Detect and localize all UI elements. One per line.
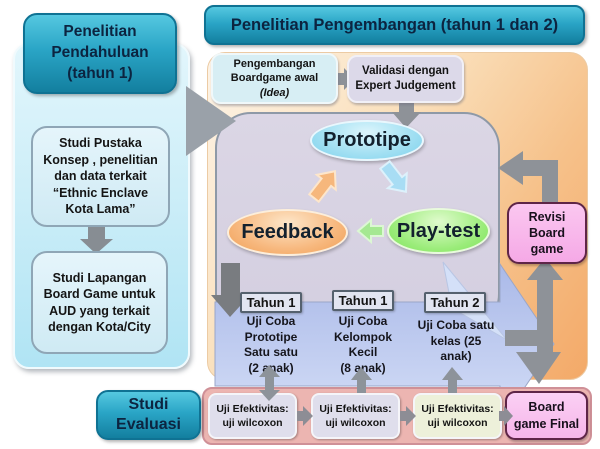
preliminary-research-title: Penelitian Pendahuluan (tahun 1) [23, 13, 177, 94]
revisi-to-cycle-elbow-arrow-icon [498, 151, 558, 205]
phase-2-test-label: Uji Coba Kelompok Kecil (8 anak) [333, 314, 392, 375]
feedback-to-prototipe-arrow-icon [307, 169, 337, 204]
pustaka-to-lapangan-arrow-icon [80, 227, 113, 254]
eval1-to-eval2-arrow-icon [297, 406, 313, 426]
boardgame-idea-text: Pengembangan Boardgame awal [230, 58, 319, 85]
test1-double-arrow-icon [259, 365, 280, 401]
effectiveness-test-box-3: Uji Efektivitas: uji wilcoxon [413, 393, 502, 439]
prototipe-ellipse: Prototipe [310, 120, 424, 161]
effectiveness-test-box-2: Uji Efektivitas: uji wilcoxon [311, 393, 400, 439]
validation-to-cycle-arrow-icon [392, 103, 421, 128]
phase-3-test-label: Uji Coba satu kelas (25 anak) [417, 318, 495, 364]
development-research-title-text: Penelitian Pengembangan (tahun 1 dan 2) [230, 15, 559, 34]
panel-to-idea-arrow-icon [186, 86, 236, 156]
prototipe-to-playtest-arrow-icon [378, 159, 408, 194]
feedback-ellipse: Feedback [227, 209, 348, 256]
effectiveness-test-box-1: Uji Efektivitas: uji wilcoxon [208, 393, 297, 439]
test3-up-arrow-icon [442, 367, 463, 393]
evaluation-study-title: Studi Evaluasi [96, 390, 201, 440]
playtest-to-feedback-arrow-icon [356, 217, 384, 245]
field-study-box: Studi Lapangan Board Game untuk AUD yang… [31, 251, 168, 354]
eval3-to-final-arrow-icon [499, 406, 513, 426]
phase-3-year-label: Tahun 2 [424, 292, 486, 313]
board-game-final-box: Board game Final [505, 391, 588, 440]
phase-1-year-label: Tahun 1 [240, 292, 302, 313]
expert-validation-box: Validasi dengan Expert Judgement [347, 55, 464, 103]
revisi-board-game-box: Revisi Board game [507, 202, 587, 264]
eval2-to-eval3-arrow-icon [400, 406, 416, 426]
test2-up-arrow-icon [351, 367, 372, 393]
boardgame-idea-italic-text: (Idea) [259, 86, 290, 99]
development-research-title: Penelitian Pengembangan (tahun 1 dan 2) [204, 5, 585, 45]
phase-1-test-label: Uji Coba Prototipe Satu satu (2 anak) [243, 314, 298, 375]
boardgame-idea-box: Pengembangan Boardgame awal (Idea) [211, 53, 338, 104]
literature-study-box: Studi Pustaka Konsep , penelitian dan da… [31, 126, 170, 227]
playtest-ellipse: Play-test [387, 208, 490, 254]
phase-2-year-label: Tahun 1 [332, 290, 394, 311]
down-to-final-arrow-icon [516, 352, 561, 384]
testing-to-revisi-elbow-arrow-icon [505, 258, 563, 352]
